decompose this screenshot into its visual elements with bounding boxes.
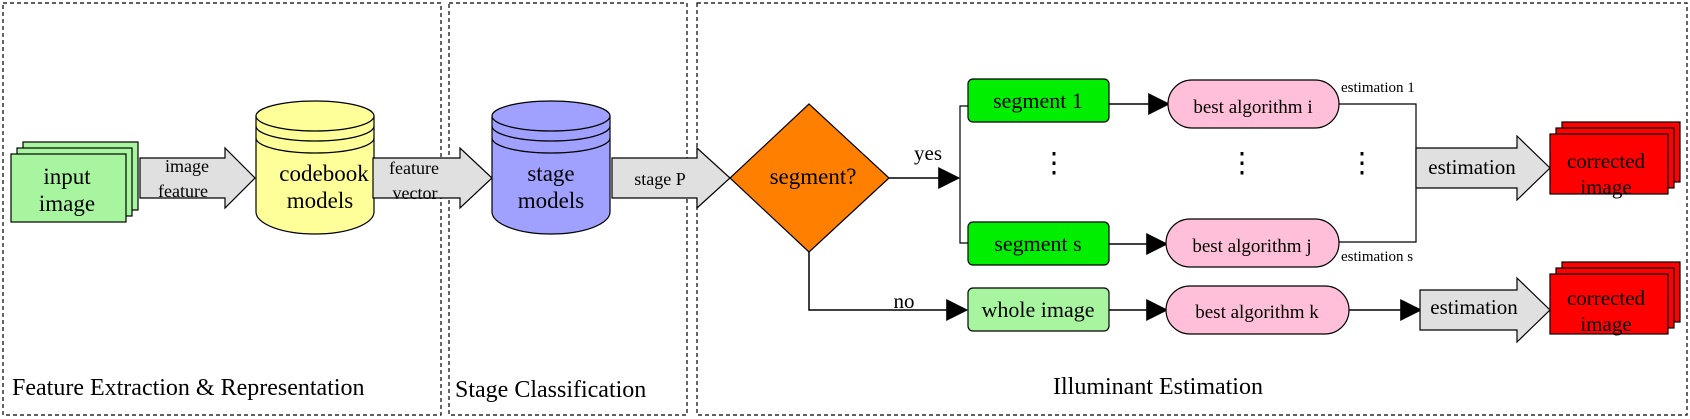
segment-decision-diamond: segment? bbox=[729, 103, 890, 253]
segment-s-node: segment s bbox=[967, 221, 1110, 266]
estimation-s-label: estimation s bbox=[1341, 249, 1413, 265]
corrected-image-stack-lower: corrected image bbox=[1549, 261, 1681, 336]
ellipsis-segments: ⋮ bbox=[1040, 148, 1068, 179]
yes-bracket bbox=[959, 105, 968, 244]
best-algorithm-j-label: best algorithm j bbox=[1192, 236, 1311, 257]
estimation-lower-label: estimation bbox=[1430, 295, 1518, 319]
segment-1-label: segment 1 bbox=[993, 88, 1083, 113]
stage-models-label-1: stage bbox=[527, 161, 574, 186]
input-image-label-2: image bbox=[39, 191, 95, 216]
best-algorithm-k-node: best algorithm k bbox=[1165, 285, 1350, 335]
whole-image-label: whole image bbox=[981, 297, 1094, 322]
codebook-models-cylinder: codebook models bbox=[255, 100, 375, 235]
codebook-label-2: models bbox=[287, 188, 353, 213]
no-connector bbox=[808, 252, 969, 321]
section-illuminant-frame bbox=[696, 2, 1688, 416]
ellipsis-algorithms: ⋮ bbox=[1228, 148, 1256, 179]
image-feature-label-1: image bbox=[165, 156, 209, 176]
estimation-1-label: estimation 1 bbox=[1341, 80, 1415, 96]
estimation-upper-label: estimation bbox=[1428, 155, 1516, 179]
best-algorithm-i-node: best algorithm i bbox=[1167, 79, 1340, 129]
section-feature-frame bbox=[2, 2, 442, 416]
no-label: no bbox=[894, 289, 915, 313]
corrected-upper-label-2: image bbox=[1580, 175, 1631, 199]
estimation-arrow-upper: estimation bbox=[1415, 134, 1551, 202]
best-algorithm-j-node: best algorithm j bbox=[1165, 218, 1340, 268]
feature-vector-arrow: feature vector bbox=[372, 146, 493, 210]
best-algorithm-i-label: best algorithm i bbox=[1193, 97, 1312, 118]
ellipsis-estimations: ⋮ bbox=[1348, 148, 1376, 179]
input-image-label-1: input bbox=[43, 164, 91, 189]
section-illuminant-title: Illuminant Estimation bbox=[1053, 374, 1263, 400]
whole-image-node: whole image bbox=[967, 287, 1110, 332]
best-algorithm-k-label: best algorithm k bbox=[1195, 302, 1319, 323]
corrected-image-stack-upper: corrected image bbox=[1549, 121, 1681, 199]
image-feature-label-2: feature bbox=[158, 181, 208, 201]
stage-models-label-2: models bbox=[518, 188, 584, 213]
segment-1-node: segment 1 bbox=[967, 78, 1110, 123]
image-feature-arrow: image feature bbox=[139, 146, 256, 210]
segment-s-label: segment s bbox=[994, 231, 1081, 256]
codebook-label-1: codebook bbox=[279, 161, 369, 186]
estimation-arrow-lower: estimation bbox=[1419, 276, 1551, 344]
feature-vector-label-2: vector bbox=[393, 183, 438, 203]
feature-vector-label-1: feature bbox=[389, 158, 439, 178]
stage-p-arrow: stage P bbox=[611, 146, 731, 210]
yes-label: yes bbox=[914, 141, 942, 165]
section-stage-frame bbox=[448, 2, 688, 416]
stage-models-cylinder: stage models bbox=[491, 100, 611, 235]
segment-decision-label: segment? bbox=[770, 164, 857, 189]
corrected-lower-label-1: corrected bbox=[1567, 286, 1646, 310]
section-stage-title: Stage Classification bbox=[455, 377, 646, 403]
stage-p-label: stage P bbox=[634, 169, 686, 189]
section-feature-title: Feature Extraction & Representation bbox=[12, 375, 365, 401]
corrected-upper-label-1: corrected bbox=[1567, 149, 1646, 173]
corrected-lower-label-2: image bbox=[1580, 312, 1631, 336]
input-image-stack: input image bbox=[10, 141, 139, 223]
